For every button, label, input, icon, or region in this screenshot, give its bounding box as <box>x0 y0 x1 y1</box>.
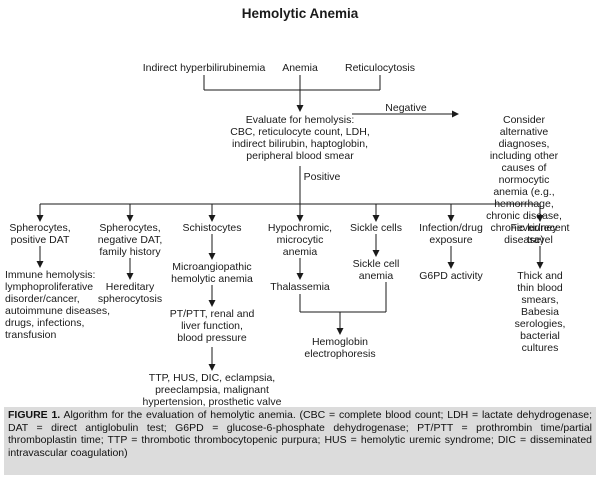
caption-text: Algorithm for the evaluation of hemolyti… <box>8 409 592 459</box>
node-hemoglobin-electrophoresis: Hemoglobin electrophoresis <box>304 336 376 360</box>
node-anemia: Anemia <box>282 62 318 74</box>
node-reticulocytosis: Reticulocytosis <box>344 62 416 74</box>
node-microangiopathic: Microangiopathic hemolytic anemia <box>171 261 253 285</box>
node-g6pd-activity: G6PD activity <box>419 270 483 282</box>
node-indirect-hyperbilirubinemia: Indirect hyperbilirubinemia <box>142 62 266 74</box>
node-sickle-cells: Sickle cells <box>350 222 402 234</box>
node-spherocytes-negative-dat: Spherocytes, negative DAT, family histor… <box>97 222 163 258</box>
node-immune-hemolysis: Immune hemolysis: lymphoproliferative di… <box>5 269 111 341</box>
node-blood-smears: Thick and thin blood smears, Babesia ser… <box>514 270 566 354</box>
caption-label: FIGURE 1. <box>8 409 61 421</box>
node-infection-drug: Infection/drug exposure <box>419 222 483 246</box>
node-hypochromic-microcytic: Hypochromic, microcytic anemia <box>267 222 333 258</box>
node-spherocytes-positive-dat: Spherocytes, positive DAT <box>9 222 71 246</box>
node-fever-travel: Fever/recent travel <box>510 222 570 246</box>
node-hereditary-spherocytosis: Hereditary spherocytosis <box>97 281 163 305</box>
node-alternative-diagnoses: Consider alternative diagnoses, includin… <box>486 114 562 246</box>
node-sickle-cell-anemia: Sickle cell anemia <box>352 258 400 282</box>
node-ttp-hus-dic: TTP, HUS, DIC, eclampsia, preeclampsia, … <box>142 372 282 408</box>
node-thalassemia: Thalassemia <box>270 281 330 293</box>
node-schistocytes: Schistocytes <box>182 222 242 234</box>
page-title: Hemolytic Anemia <box>241 6 359 21</box>
figure-caption: FIGURE 1. Algorithm for the evaluation o… <box>4 407 596 475</box>
node-evaluate-hemolysis: Evaluate for hemolysis: CBC, reticulocyt… <box>230 114 370 162</box>
label-positive: Positive <box>303 171 341 183</box>
node-pt-ptt: PT/PTT, renal and liver function, blood … <box>169 308 255 344</box>
label-negative: Negative <box>385 102 427 114</box>
